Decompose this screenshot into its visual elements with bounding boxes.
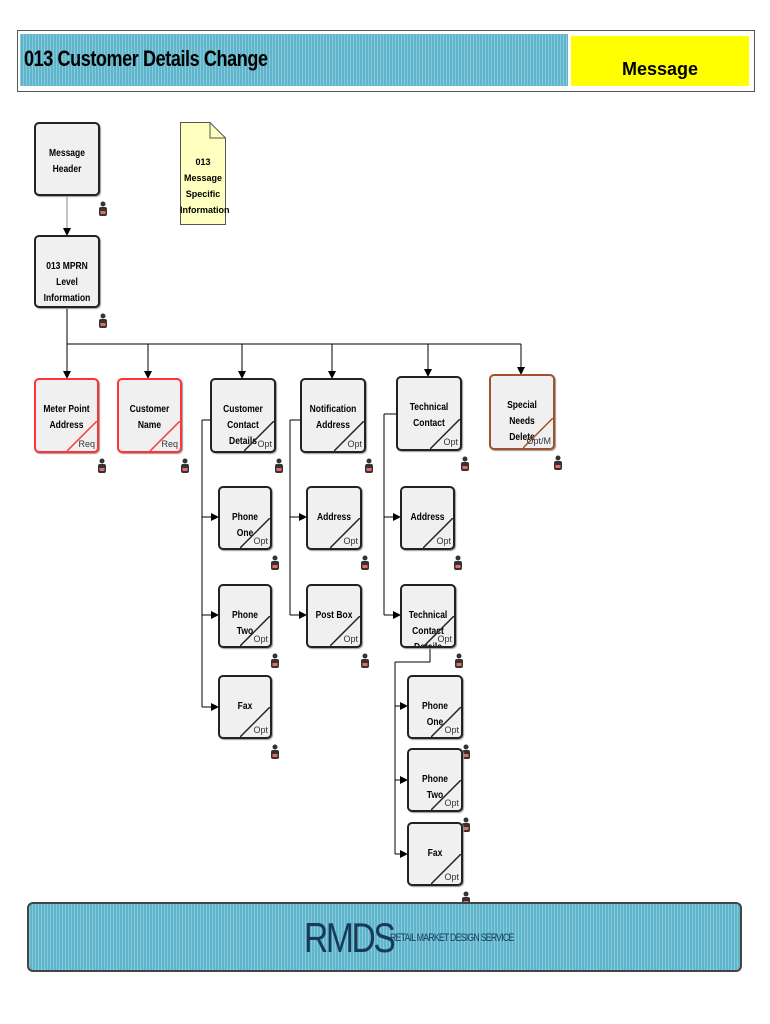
box-label: Fax — [427, 848, 443, 859]
cardinality-badge: Opt — [437, 634, 452, 644]
box-label: Address — [410, 512, 445, 523]
cardinality-corner — [431, 707, 461, 737]
cardinality-corner — [424, 616, 454, 646]
cardinality-badge: Opt/M — [526, 436, 551, 446]
rmds-subtitle: RETAIL MARKET DESIGN SERVICE — [390, 932, 514, 944]
note-text: 013 Message Specific Information — [180, 157, 230, 215]
person-icon — [453, 555, 463, 571]
cardinality-corner — [240, 616, 270, 646]
cardinality-badge: Opt — [343, 536, 358, 546]
box-label: Fax — [237, 701, 253, 712]
cardinality-corner — [330, 616, 360, 646]
box-label: Customer Contact Details — [223, 404, 263, 447]
header-band — [20, 34, 568, 86]
cardinality-badge: Opt — [443, 437, 458, 447]
box-label: Phone Two — [422, 774, 448, 801]
cardinality-corner — [431, 854, 461, 884]
person-icon — [270, 653, 280, 669]
cardinality-corner — [150, 421, 180, 451]
box-label: Customer Name — [129, 404, 170, 431]
box-label: Technical Contact — [409, 402, 449, 429]
person-icon — [364, 458, 374, 474]
person-icon — [360, 653, 370, 669]
page-title: 013 Customer Details Change — [24, 46, 268, 71]
box-label: Meter Point Address — [43, 404, 90, 431]
cardinality-badge: Opt — [343, 634, 358, 644]
footer-banner: RMDS RETAIL MARKET DESIGN SERVICE — [27, 902, 742, 972]
person-icon — [460, 456, 470, 472]
cardinality-badge: Opt — [253, 536, 268, 546]
cardinality-corner — [244, 421, 274, 451]
person-icon — [454, 653, 464, 669]
box-label: Technical Contact Details — [408, 610, 448, 648]
person-icon — [98, 313, 108, 329]
cardinality-badge: Opt — [257, 439, 272, 449]
cardinality-badge: Opt — [436, 536, 451, 546]
cardinality-corner — [67, 421, 97, 451]
box-label: Address — [316, 512, 351, 523]
message-type-label: Message — [571, 36, 749, 86]
cardinality-corner — [523, 418, 553, 448]
box-label: Message Header — [49, 148, 85, 175]
cardinality-corner — [330, 518, 360, 548]
person-icon — [461, 744, 471, 760]
person-icon — [461, 817, 471, 833]
person-icon — [270, 555, 280, 571]
person-icon — [360, 555, 370, 571]
box-label: Phone One — [232, 512, 258, 539]
document-icon — [180, 122, 226, 225]
cardinality-badge: Opt — [444, 798, 459, 808]
box-label: Special Needs Delete Details — [507, 400, 537, 443]
cardinality-badge: Opt — [253, 725, 268, 735]
mprn-level-information-box[interactable]: 013 MPRN Level Information — [34, 235, 100, 308]
box-label: Phone Two — [232, 610, 258, 637]
message-specific-note: 013 Message Specific Information — [180, 122, 230, 225]
message-header-box[interactable]: Message Header — [34, 122, 100, 196]
person-icon — [553, 455, 563, 471]
person-icon — [274, 458, 284, 474]
cardinality-corner — [334, 421, 364, 451]
box-label: 013 MPRN Level Information — [43, 261, 91, 304]
person-icon — [180, 458, 190, 474]
cardinality-badge: Req — [78, 439, 95, 449]
box-label: Post Box — [315, 610, 353, 621]
cardinality-badge: Req — [161, 439, 178, 449]
box-label: Phone One — [422, 701, 448, 728]
cardinality-corner — [430, 419, 460, 449]
rmds-logo: RMDS — [304, 914, 396, 961]
cardinality-corner — [431, 780, 461, 810]
cardinality-badge: Opt — [253, 634, 268, 644]
cardinality-corner — [423, 518, 453, 548]
cardinality-badge: Opt — [444, 872, 459, 882]
cardinality-badge: Opt — [444, 725, 459, 735]
box-label: Notification Address — [309, 404, 357, 431]
person-icon — [270, 744, 280, 760]
cardinality-badge: Opt — [347, 439, 362, 449]
header-banner: 013 Customer Details Change Message — [17, 30, 755, 92]
cardinality-corner — [240, 518, 270, 548]
person-icon — [98, 201, 108, 217]
cardinality-corner — [240, 707, 270, 737]
person-icon — [97, 458, 107, 474]
